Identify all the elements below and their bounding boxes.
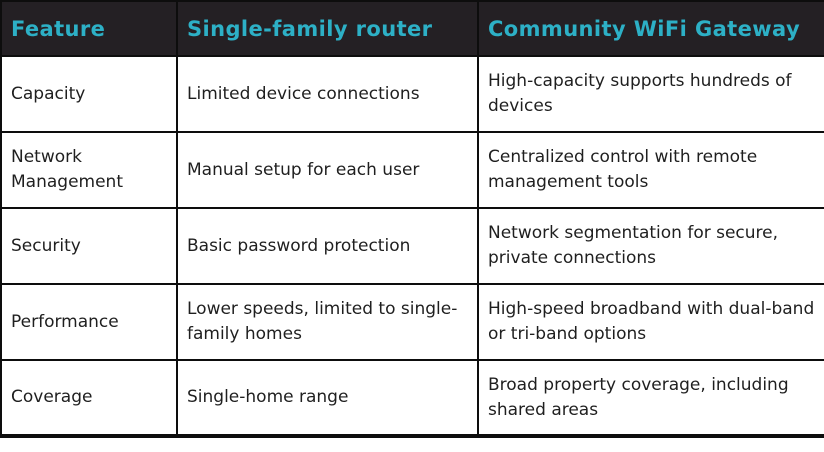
column-header-community-wifi-gateway: Community WiFi Gateway xyxy=(477,0,824,57)
table-row-network-management: Network Management Manual setup for each… xyxy=(0,131,824,209)
cell-security-gateway: Network segmentation for secure, private… xyxy=(477,207,824,285)
cell-coverage-feature: Coverage xyxy=(0,359,178,437)
cell-security-router: Basic password protection xyxy=(176,207,479,285)
column-header-single-family-router: Single-family router xyxy=(176,0,479,57)
table-header-row: Feature Single-family router Community W… xyxy=(0,0,824,57)
table-row-performance: Performance Lower speeds, limited to sin… xyxy=(0,283,824,361)
cell-performance-gateway: High-speed broadband with dual-band or t… xyxy=(477,283,824,361)
cell-performance-router: Lower speeds, limited to single-family h… xyxy=(176,283,479,361)
column-header-feature: Feature xyxy=(0,0,178,57)
cell-network-management-router: Manual setup for each user xyxy=(176,131,479,209)
comparison-table: Feature Single-family router Community W… xyxy=(0,0,824,438)
cell-capacity-feature: Capacity xyxy=(0,55,178,133)
cell-performance-feature: Performance xyxy=(0,283,178,361)
table-row-security: Security Basic password protection Netwo… xyxy=(0,207,824,285)
cell-coverage-router: Single-home range xyxy=(176,359,479,437)
cell-network-management-feature: Network Management xyxy=(0,131,178,209)
table-row-capacity: Capacity Limited device connections High… xyxy=(0,55,824,133)
cell-security-feature: Security xyxy=(0,207,178,285)
cell-coverage-gateway: Broad property coverage, including share… xyxy=(477,359,824,437)
cell-capacity-router: Limited device connections xyxy=(176,55,479,133)
table-row-coverage: Coverage Single-home range Broad propert… xyxy=(0,359,824,437)
cell-network-management-gateway: Centralized control with remote manageme… xyxy=(477,131,824,209)
cell-capacity-gateway: High-capacity supports hundreds of devic… xyxy=(477,55,824,133)
